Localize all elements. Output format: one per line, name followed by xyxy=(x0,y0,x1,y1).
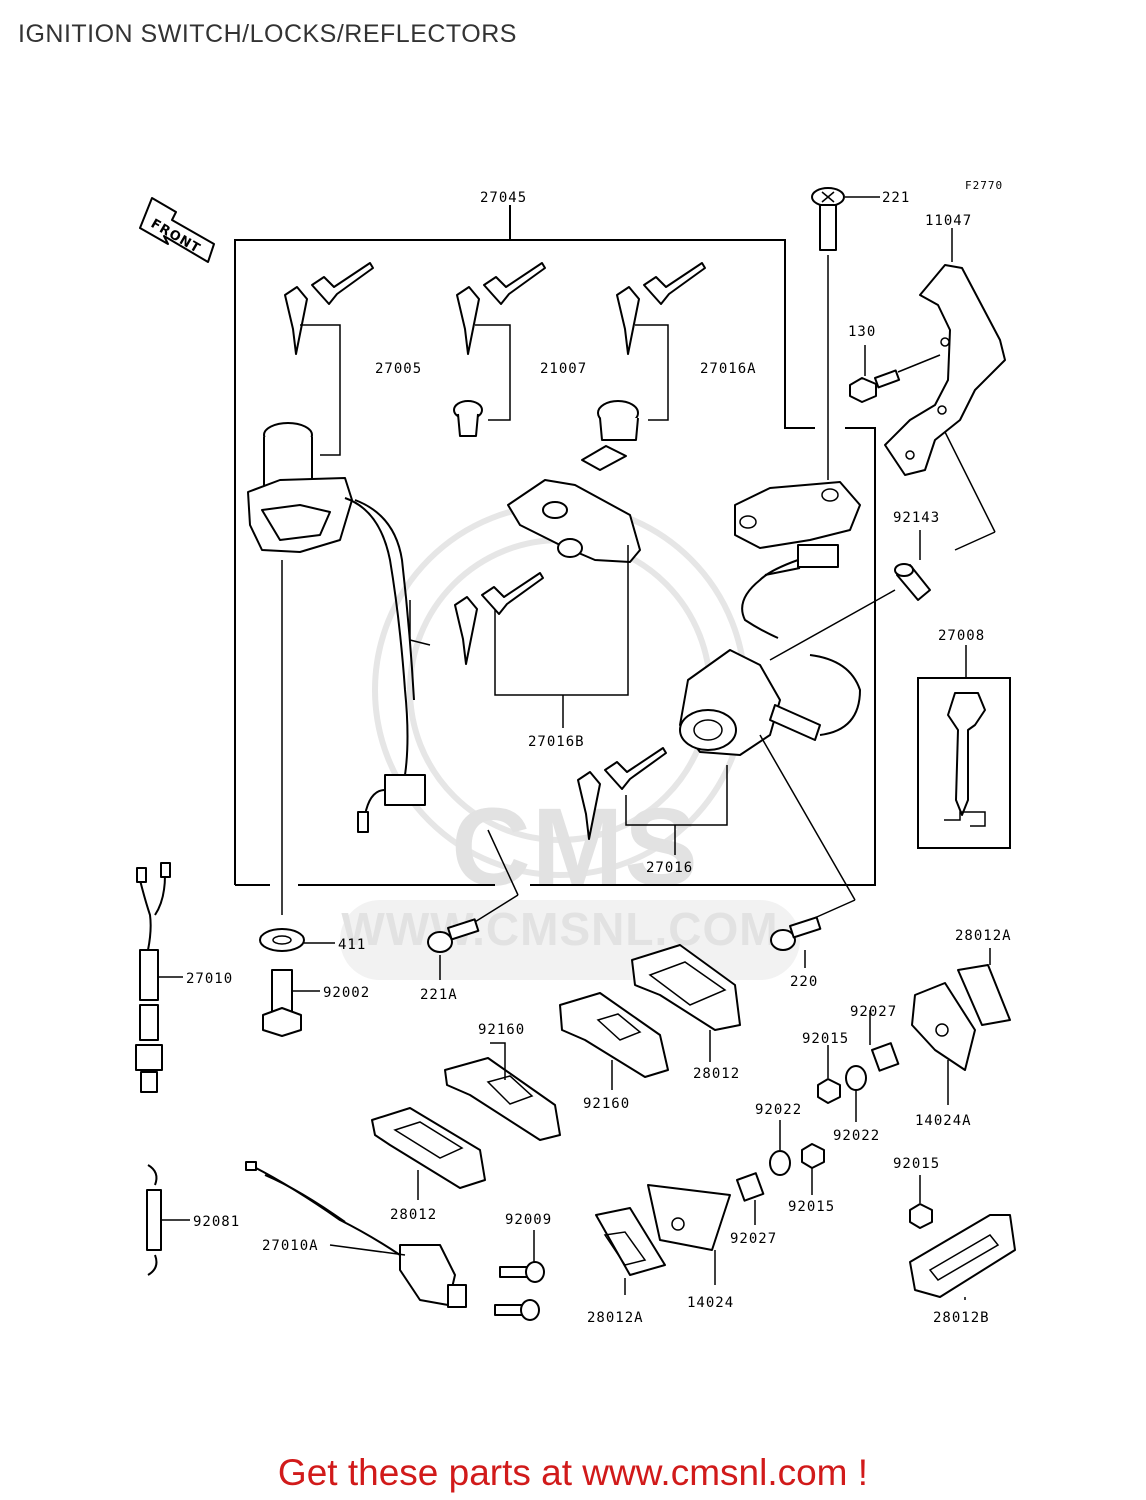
screw-220 xyxy=(770,916,822,968)
nut-92015-top xyxy=(817,1045,841,1104)
washer-411 xyxy=(259,928,335,952)
label-27005: 27005 xyxy=(375,361,422,377)
label-27010: 27010 xyxy=(186,971,233,987)
label-92022-left: 92022 xyxy=(755,1102,802,1118)
label-221A: 221A xyxy=(420,987,458,1003)
bolt-92002 xyxy=(262,969,320,1037)
label-92160-left: 92160 xyxy=(478,1022,525,1038)
label-220: 220 xyxy=(790,974,818,990)
lock-bracket xyxy=(734,481,861,639)
footer-link[interactable]: Get these parts at www.cmsnl.com ! xyxy=(277,1452,869,1493)
label-411: 411 xyxy=(338,937,366,953)
label-11047: 11047 xyxy=(925,213,972,229)
label-28012A-top: 28012A xyxy=(955,928,1012,944)
lock-cap-21007 xyxy=(453,400,483,437)
key-set-27005 xyxy=(284,262,374,456)
switch-27010A xyxy=(245,1161,467,1308)
spring-92081 xyxy=(146,1164,190,1276)
lock-cylinder-27016A xyxy=(581,400,639,471)
ignition-switch xyxy=(247,422,426,833)
label-92015-right: 92015 xyxy=(893,1156,940,1172)
label-92143: 92143 xyxy=(893,510,940,526)
switch-27010 xyxy=(135,862,183,1093)
key-set-21007 xyxy=(456,262,546,421)
collar-92027-bottom xyxy=(736,1172,765,1225)
front-arrow-icon: FRONT xyxy=(139,197,215,263)
label-27045: 27045 xyxy=(480,190,527,206)
label-28012B: 28012B xyxy=(933,1310,990,1326)
screw-221A xyxy=(427,918,480,980)
label-28012-bottom: 28012 xyxy=(390,1207,437,1223)
label-28012A-bottom: 28012A xyxy=(587,1310,644,1326)
lock-housing-27016B xyxy=(409,479,641,696)
collar-92027-top xyxy=(869,1010,900,1072)
screws-92009 xyxy=(494,1230,545,1321)
label-27016: 27016 xyxy=(646,860,693,876)
reflector-28012-top xyxy=(631,944,741,1062)
reflector-28012A-top xyxy=(957,948,1011,1026)
reflector-28012A-bottom xyxy=(595,1207,666,1295)
collar-92143 xyxy=(769,431,996,661)
label-92027-bottom: 92027 xyxy=(730,1231,777,1247)
gasket-92160-right xyxy=(559,992,669,1090)
watermark-logo: CMS xyxy=(451,786,698,909)
screw-221 xyxy=(811,187,880,480)
label-130: 130 xyxy=(848,324,876,340)
label-14024A: 14024A xyxy=(915,1113,972,1129)
lock-assembly-27016 xyxy=(625,649,862,826)
reflector-28012-bottom xyxy=(371,1107,486,1200)
page-title: IGNITION SWITCH/LOCKS/REFLECTORS xyxy=(18,20,517,48)
group-frame-27045 xyxy=(234,205,876,886)
label-21007: 21007 xyxy=(540,361,587,377)
key-blank-box-27008 xyxy=(917,645,1011,849)
label-14024: 14024 xyxy=(687,1295,734,1311)
nut-92015-right xyxy=(909,1175,933,1229)
key-set-27016 xyxy=(577,747,676,855)
key-set-27016B xyxy=(454,572,564,728)
washer-92022-left xyxy=(769,1120,791,1176)
watermark-url: WWW.CMSNL.COM xyxy=(341,903,778,955)
label-92002: 92002 xyxy=(323,985,370,1001)
label-92015-top: 92015 xyxy=(802,1031,849,1047)
label-27008: 27008 xyxy=(938,628,985,644)
bracket-14024A xyxy=(911,982,976,1105)
label-221: 221 xyxy=(882,190,910,206)
nut-92015-mid xyxy=(801,1143,825,1195)
label-92160-right: 92160 xyxy=(583,1096,630,1112)
label-92081: 92081 xyxy=(193,1214,240,1230)
bracket-14024 xyxy=(647,1184,731,1285)
label-92022-right: 92022 xyxy=(833,1128,880,1144)
washer-92022-right xyxy=(845,1065,867,1122)
reflector-28012B xyxy=(909,1214,1016,1300)
gasket-92160-left xyxy=(444,1042,561,1141)
label-27010A: 27010A xyxy=(262,1238,319,1254)
figure-code: F2770 xyxy=(965,179,1003,192)
label-92009: 92009 xyxy=(505,1212,552,1228)
label-28012-top: 28012 xyxy=(693,1066,740,1082)
key-set-27016A xyxy=(616,262,706,421)
label-92027-top: 92027 xyxy=(850,1004,897,1020)
bolt-130 xyxy=(849,345,941,403)
bracket-11047 xyxy=(884,228,1006,476)
label-92015-mid: 92015 xyxy=(788,1199,835,1215)
label-27016B: 27016B xyxy=(528,734,585,750)
label-27016A: 27016A xyxy=(700,361,757,377)
